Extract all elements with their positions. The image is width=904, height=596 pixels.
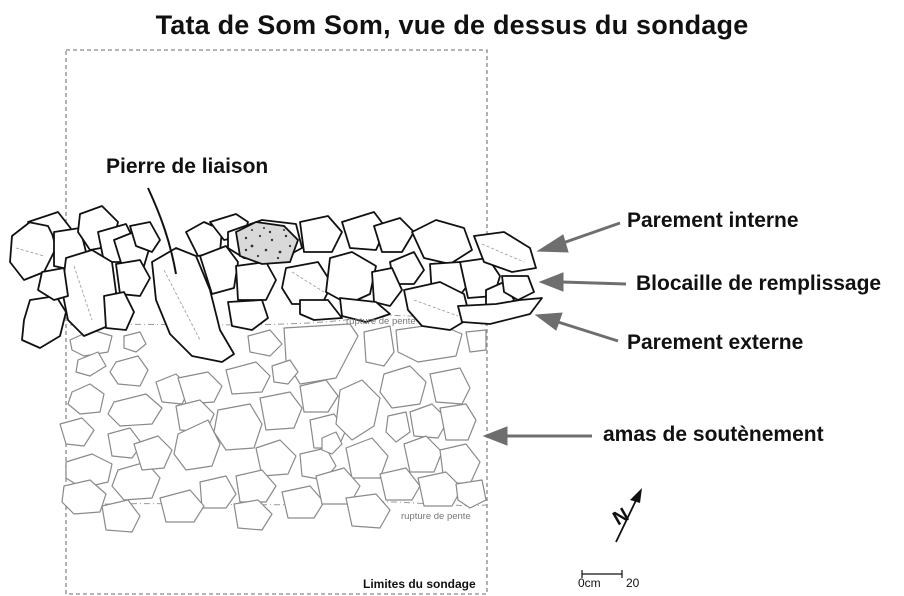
label-blocaille: Blocaille de remplissage <box>636 272 882 295</box>
stone-detail-lines <box>15 243 525 341</box>
label-parement-interne: Parement interne <box>627 209 799 232</box>
slope-break-label-bottom: rupture de pente <box>401 511 471 522</box>
arrow-parement-externe <box>557 320 619 343</box>
arrow-head-parement-externe <box>534 312 563 331</box>
slope-break-label-top: rupture de pente <box>346 316 416 327</box>
arrow-head-parement-interne <box>536 234 569 253</box>
arrow-parement-interne <box>559 221 621 246</box>
label-pierre-de-liaison: Pierre de liaison <box>106 155 269 178</box>
north-arrow-icon <box>615 488 642 543</box>
excavation-limits-label: Limites du sondage <box>363 577 476 591</box>
scale-value-label: 20 <box>626 576 640 590</box>
arrow-head-amas <box>482 426 508 446</box>
pierre-de-liaison-pointer <box>147 187 177 275</box>
label-parement-externe: Parement externe <box>627 331 804 354</box>
label-amas: amas de soutènement <box>603 423 824 446</box>
annotation-arrows <box>482 221 627 446</box>
slope-stones <box>59 323 487 533</box>
rubble-infill <box>235 221 300 265</box>
arrow-head-blocaille <box>538 272 564 292</box>
figure-title: Tata de Som Som, vue de dessus du sondag… <box>155 10 749 40</box>
scale-zero-label: 0cm <box>578 576 601 590</box>
arrow-blocaille <box>561 280 627 286</box>
wall-stones <box>9 205 543 363</box>
scale-bar <box>581 570 623 578</box>
